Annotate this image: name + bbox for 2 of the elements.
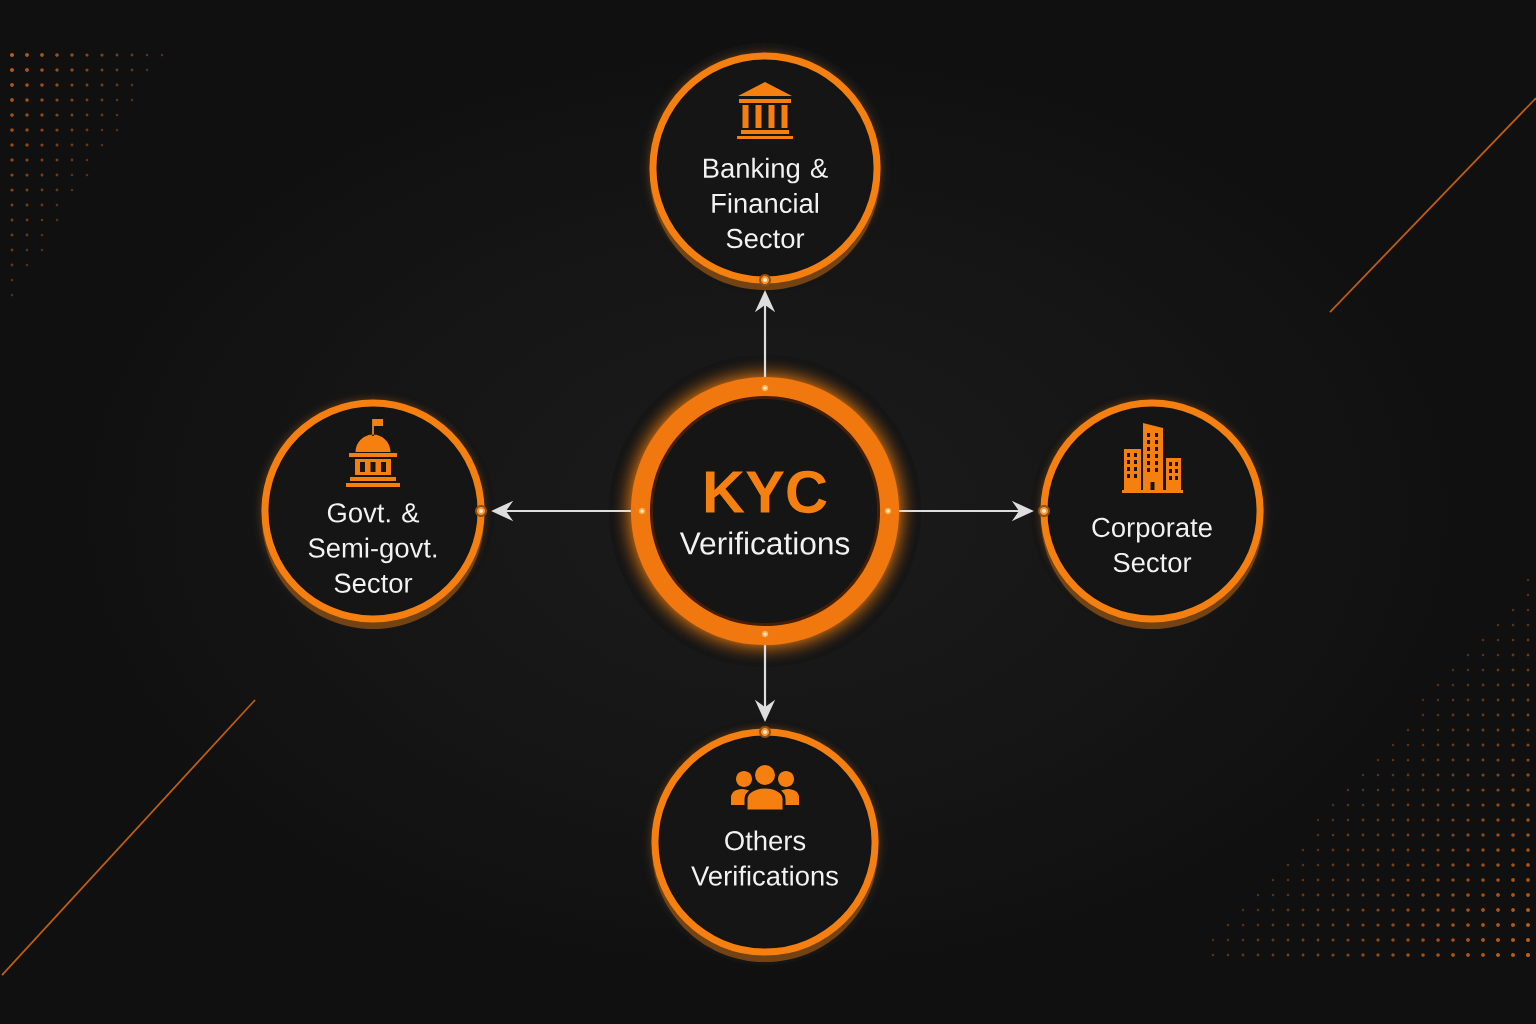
node-label: Banking & Financial Sector <box>703 157 828 249</box>
node-label: Others Verifications <box>691 830 838 886</box>
